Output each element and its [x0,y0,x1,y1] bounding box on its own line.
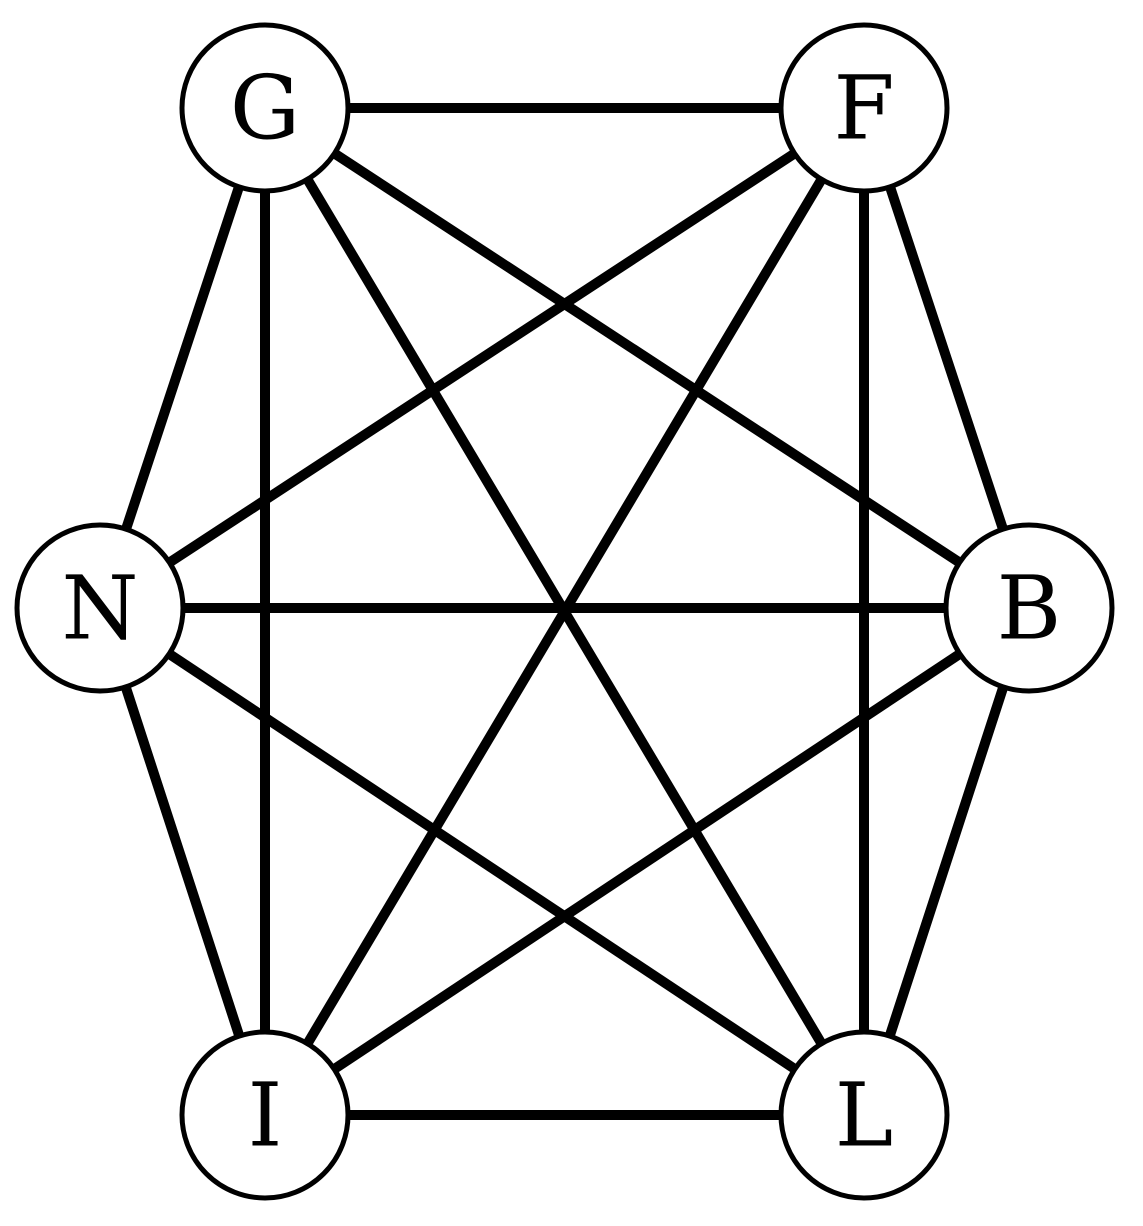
node-label: B [997,557,1062,660]
edges-layer [95,103,1034,1120]
edge-n-l [97,603,867,1120]
node-i: I [179,1029,351,1201]
edge-b-l [859,606,1034,1117]
node-circle [778,1029,950,1201]
node-g: G [179,22,351,194]
edge-n-i [95,606,270,1117]
edge-f-b [859,106,1034,610]
node-f: F [778,22,950,194]
edge-b-i [262,603,1032,1120]
node-l: L [778,1029,950,1201]
node-b: B [943,522,1115,694]
edge-g-b [262,103,1032,613]
node-n: N [14,522,186,694]
node-label: G [230,57,300,160]
node-label: N [62,557,139,660]
node-label: I [248,1064,283,1167]
node-label: F [833,57,894,160]
node-circle [943,522,1115,694]
node-label: L [835,1064,893,1167]
node-circle [179,22,351,194]
edge-f-n [97,103,867,613]
node-circle [179,1029,351,1201]
node-circle [14,522,186,694]
nodes-layer: G F N B I L [14,22,1115,1201]
node-circle [778,22,950,194]
edge-g-n [95,106,270,610]
